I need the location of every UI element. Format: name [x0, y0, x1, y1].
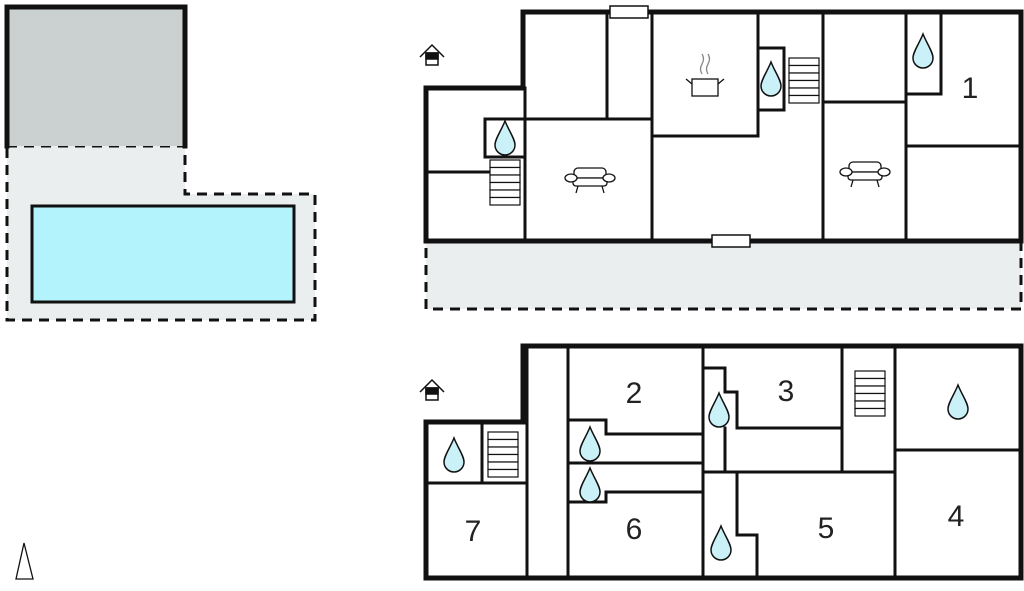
room-label-2: 2: [626, 377, 643, 410]
room-label-1: 1: [962, 72, 979, 105]
room-label-3: 3: [778, 375, 795, 408]
stairs-icon: [489, 159, 521, 206]
entrance-icon: [419, 379, 445, 401]
ground-floor-plan: 1: [419, 5, 1024, 311]
room-label-4: 4: [948, 500, 965, 533]
terrace: [424, 239, 1023, 311]
stairs-icon: [487, 431, 519, 478]
upper-floor-plan: 2 3 4 5 6 7: [419, 343, 1024, 581]
room-label-7: 7: [465, 515, 482, 548]
cooking-pot-icon: [685, 53, 725, 97]
door-icon: [711, 234, 751, 248]
door-icon: [609, 5, 649, 19]
room-label-5: 5: [818, 512, 835, 545]
entrance-icon: [419, 44, 445, 66]
stairs-icon: [788, 57, 820, 104]
outdoor-area: [4, 4, 317, 580]
room-label-6: 6: [626, 513, 643, 546]
stairs-icon: [854, 370, 886, 417]
north-arrow-icon: [15, 542, 34, 580]
swimming-pool: [30, 204, 296, 304]
outbuilding: [7, 7, 185, 146]
